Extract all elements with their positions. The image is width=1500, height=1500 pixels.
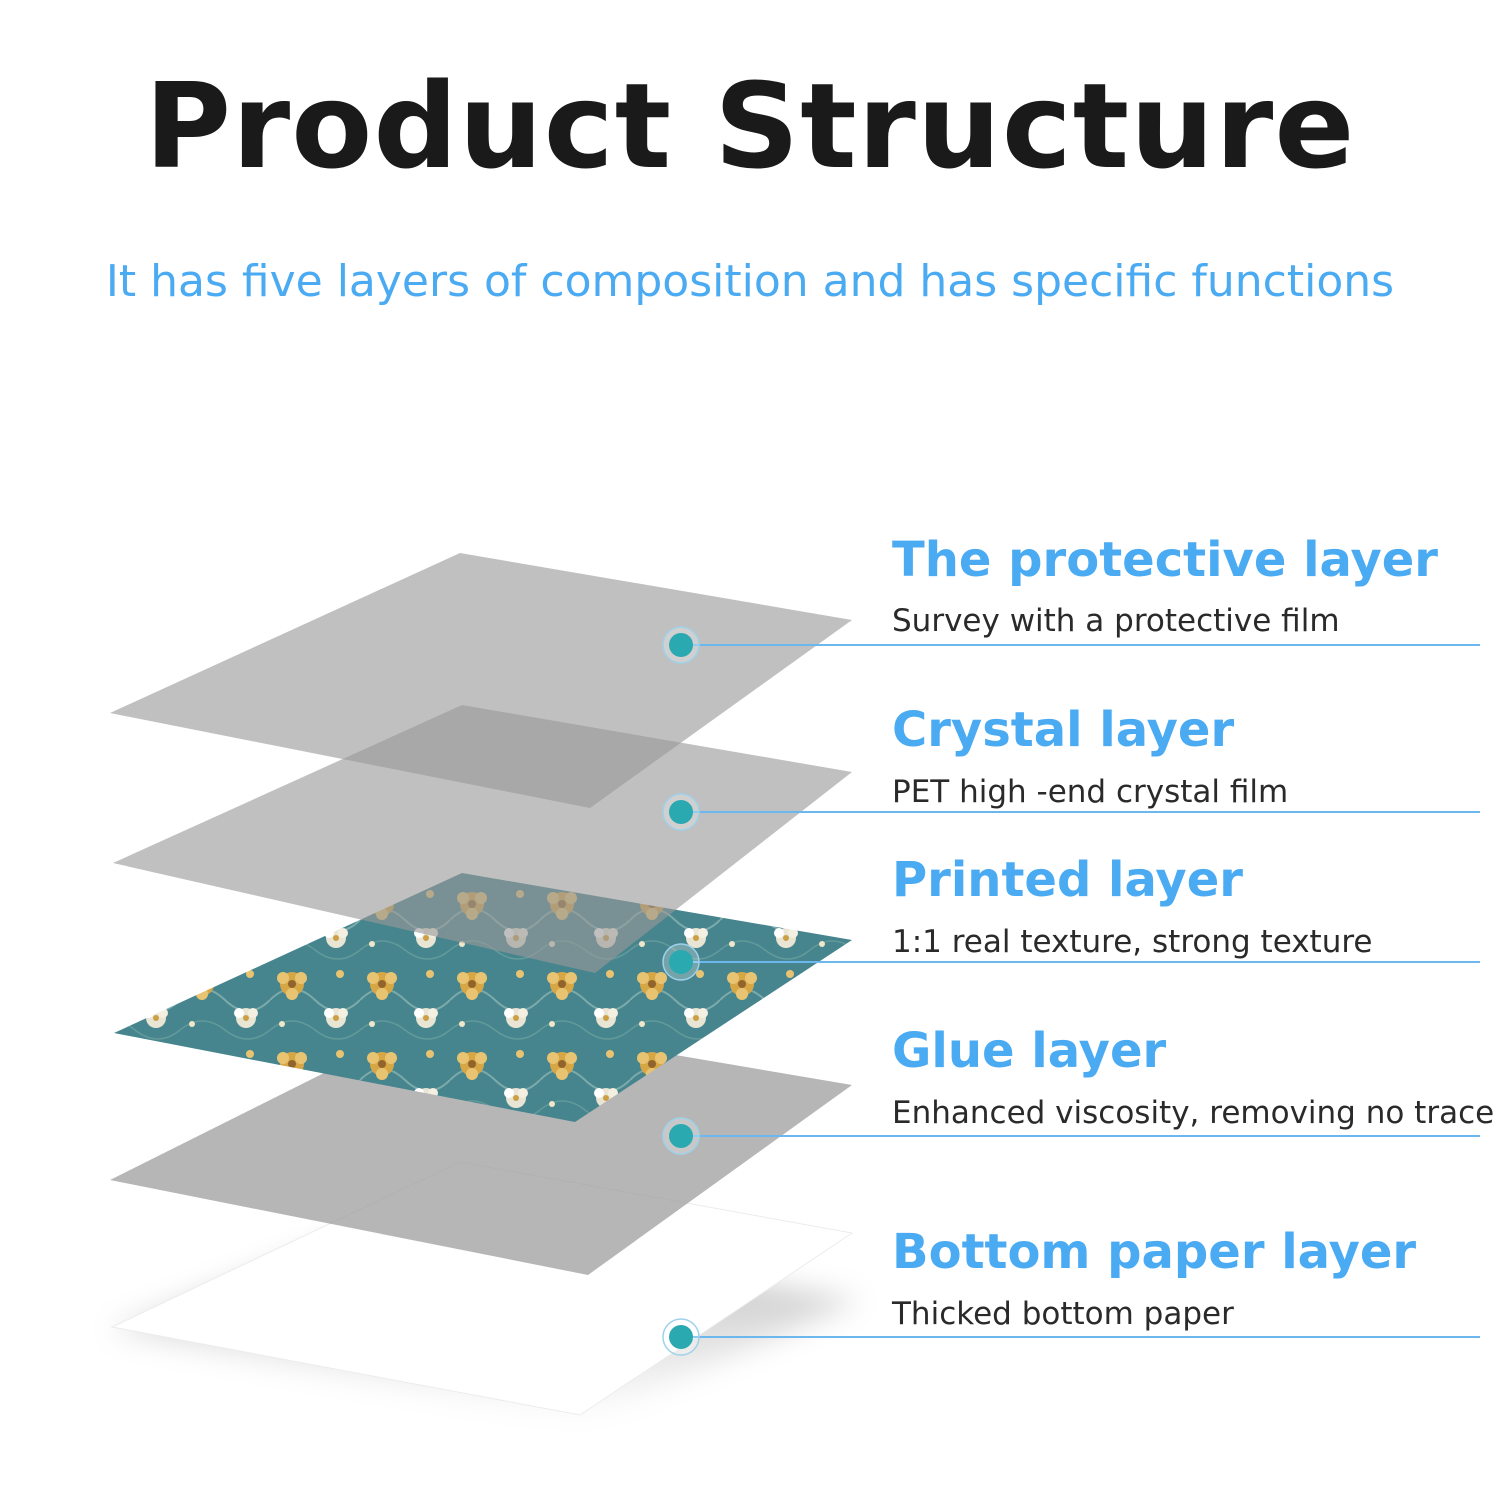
marker-dot-icon: [669, 633, 693, 657]
printed-layer-sheet: [114, 873, 852, 1122]
leader-glue: [662, 1117, 1480, 1155]
leader-bottom-paper: [662, 1318, 1480, 1356]
layer-desc-printed: 1:1 real texture, strong texture: [892, 924, 1373, 960]
leader-printed: [662, 943, 1480, 981]
layer-name-bottom-paper: Bottom paper layer: [892, 1224, 1417, 1280]
leader-protective: [662, 626, 1480, 664]
marker-dot-icon: [669, 800, 693, 824]
leader-crystal: [662, 793, 1480, 831]
marker-dot-icon: [669, 1124, 693, 1148]
page-subtitle: It has five layers of composition and ha…: [105, 256, 1395, 307]
layer-name-protective: The protective layer: [892, 532, 1438, 588]
marker-dot-icon: [669, 1325, 693, 1349]
layer-name-glue: Glue layer: [892, 1023, 1167, 1079]
layer-desc-protective: Survey with a protective film: [892, 603, 1340, 639]
page-title: Product Structure: [144, 57, 1356, 195]
layer-desc-glue: Enhanced viscosity, removing no trace: [892, 1095, 1495, 1131]
marker-dot-icon: [669, 950, 693, 974]
glue-layer-sheet: [110, 1015, 852, 1275]
layer-name-printed: Printed layer: [892, 852, 1243, 908]
printed-layer-sheen: [114, 873, 852, 1122]
crystal-layer-sheet: [113, 705, 852, 973]
layer-name-crystal: Crystal layer: [892, 702, 1235, 758]
layer-desc-crystal: PET high -end crystal film: [892, 774, 1289, 810]
layer-desc-bottom-paper: Thicked bottom paper: [892, 1296, 1234, 1332]
protective-layer-sheet: [110, 553, 852, 808]
